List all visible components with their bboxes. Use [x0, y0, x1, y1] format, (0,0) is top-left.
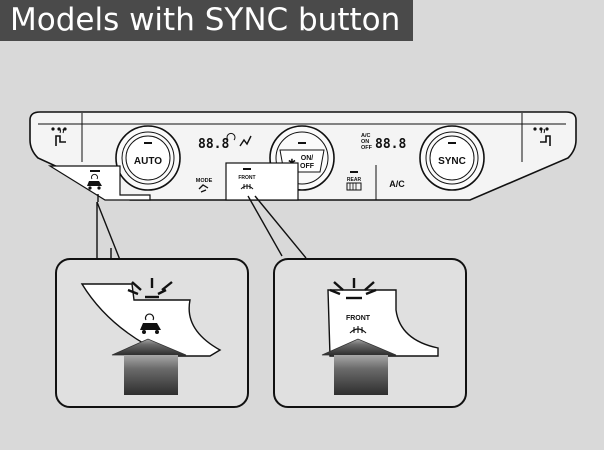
press-arrow	[321, 338, 397, 395]
auto-label: AUTO	[134, 156, 162, 167]
seat-heater-icon	[55, 128, 66, 146]
callout-front-label: FRONT	[346, 315, 371, 322]
recirculation-button[interactable]	[47, 165, 151, 201]
page-title: Models with SYNC button	[10, 2, 401, 38]
lcd-left-temp: 88.8	[198, 137, 229, 152]
recirculation-callout	[55, 258, 249, 408]
mode-icon	[198, 184, 209, 193]
on-off-line2: OFF	[300, 163, 315, 170]
press-arrow	[111, 338, 187, 395]
auto-knob[interactable]: AUTO	[115, 125, 181, 191]
rear-defrost-icon	[346, 182, 362, 191]
seat-heater-right-button[interactable]	[533, 127, 551, 146]
leader-lines	[96, 194, 307, 266]
front-defrost-callout: FRONT	[273, 258, 467, 408]
mode-button[interactable]: MODE	[196, 178, 213, 193]
on-off-line1: ON/	[301, 155, 314, 162]
rear-label: REAR	[347, 177, 362, 183]
seat-heater-icon	[540, 128, 551, 146]
sync-label: SYNC	[438, 156, 466, 167]
control-panel: AUTO ✱ ON/ OFF SYNC 88.8 A/C	[29, 111, 577, 201]
mode-label: MODE	[196, 178, 213, 184]
front-defrost-icon	[240, 184, 254, 190]
car-recirculation-icon	[87, 173, 102, 190]
car-recirculation-icon	[140, 313, 161, 334]
ac-on-off-line1: A/C	[361, 133, 371, 139]
front-label: FRONT	[238, 175, 255, 181]
seat-heater-left-button[interactable]	[51, 127, 67, 146]
lcd-right: A/C ON OFF 88.8	[361, 133, 406, 152]
lcd-left: 88.8	[198, 132, 252, 152]
ac-label: A/C	[389, 179, 405, 189]
rear-defrost-button[interactable]: REAR	[346, 171, 362, 191]
ac-on-off-line3: OFF	[361, 145, 373, 151]
ac-button[interactable]: A/C	[389, 179, 405, 189]
sync-knob[interactable]: SYNC	[419, 125, 485, 191]
title-bar: Models with SYNC button	[0, 0, 413, 41]
lcd-right-temp: 88.8	[375, 137, 406, 152]
front-defrost-button[interactable]: FRONT	[225, 162, 299, 201]
front-defrost-icon	[349, 326, 367, 334]
ac-on-off-line2: ON	[361, 139, 369, 145]
